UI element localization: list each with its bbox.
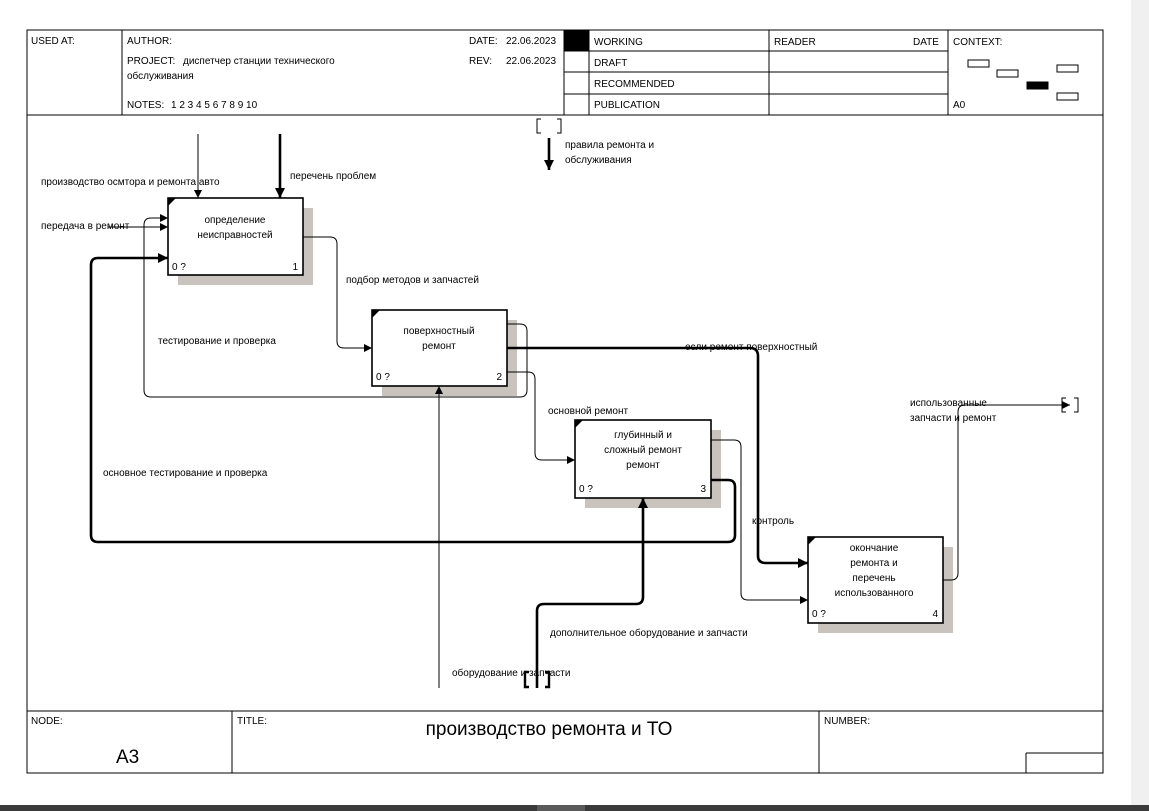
- header-block: USED AT: AUTHOR: PROJECT: диспетчер стан…: [27, 30, 1103, 116]
- box-3-title-line2: сложный ремонт: [604, 445, 682, 456]
- box-4-title-line2: ремонта и: [850, 558, 897, 569]
- label-production-inspection: производство осмтора и ремонта авто: [41, 177, 220, 188]
- idef0-diagram: USED AT: AUTHOR: PROJECT: диспетчер стан…: [26, 29, 1104, 774]
- label-control: контроль: [752, 516, 794, 527]
- label-main-repair: основной ремонт: [548, 406, 628, 417]
- date-label: DATE:: [469, 36, 498, 47]
- activity-box-4[interactable]: окончание ремонта и перечень использован…: [807, 536, 953, 633]
- arrow-testing-check: [143, 214, 528, 398]
- label-equipment-parts: оборудование и запчасти: [452, 667, 570, 679]
- context-thumbnail: [967, 59, 1079, 101]
- number-label: NUMBER:: [824, 716, 870, 727]
- activity-box-2[interactable]: поверхностный ремонт 0 ? 2: [371, 309, 517, 396]
- activity-box-3[interactable]: глубинный и сложный ремонт ремонт 0 ? 3: [574, 419, 721, 508]
- author-label: AUTHOR:: [127, 36, 172, 47]
- label-repair-rules-line1: правила ремонта и: [565, 140, 654, 151]
- footer-block: NODE: A3 TITLE: производство ремонта и Т…: [27, 710, 1103, 773]
- box-3-cost: 0 ?: [579, 484, 593, 495]
- reader-date-label: DATE: [913, 37, 939, 48]
- status-draft: DRAFT: [594, 58, 627, 69]
- working-status-marker: [564, 30, 589, 51]
- status-publication: PUBLICATION: [594, 100, 660, 111]
- arrow-control: [711, 439, 808, 604]
- label-methods-parts: подбор методов и запчастей: [346, 274, 479, 286]
- scrollbar-thumb[interactable]: [537, 805, 585, 811]
- node-label: NODE:: [31, 716, 63, 727]
- arrow-used-parts: [943, 401, 1070, 581]
- project-value-line1: диспетчер станции технического: [183, 56, 335, 67]
- box-4-title-line1: окончание: [850, 543, 899, 554]
- box-4-number: 4: [932, 609, 938, 620]
- tunnel-bracket-bottom: [523, 670, 551, 689]
- status-recommended: RECOMMENDED: [594, 79, 675, 90]
- box-2-cost: 0 ?: [376, 372, 390, 383]
- notes-label: NOTES:: [127, 100, 164, 111]
- box-4-cost: 0 ?: [812, 609, 826, 620]
- label-used-parts-line1: использованные: [910, 398, 987, 409]
- box-3-number: 3: [700, 484, 706, 495]
- arrow-if-surface: [507, 346, 808, 568]
- box-2-title-line1: поверхностный: [403, 326, 474, 337]
- box-1-number: 1: [292, 262, 298, 273]
- arrow-methods-parts: [303, 236, 372, 352]
- status-working: WORKING: [594, 37, 643, 48]
- arrow-main-testing: [89, 253, 737, 544]
- box-3-title-line3: ремонт: [626, 460, 660, 471]
- label-extra-equipment: дополнительное оборудование и запчасти: [550, 627, 748, 639]
- label-problem-list: перечень проблем: [290, 170, 376, 182]
- box-1-title-line1: определение: [204, 215, 265, 226]
- box-4-title-line4: использованного: [835, 588, 914, 599]
- diagram-title: производство ремонта и ТО: [426, 719, 673, 740]
- used-at-label: USED AT:: [31, 36, 75, 47]
- notes-value: 1 2 3 4 5 6 7 8 9 10: [171, 100, 258, 111]
- horizontal-scrollbar[interactable]: [0, 805, 1149, 811]
- title-label: TITLE:: [237, 716, 267, 727]
- box-2-number: 2: [496, 372, 502, 383]
- box-2-title-line2: ремонт: [422, 341, 456, 352]
- context-label: CONTEXT:: [953, 37, 1002, 48]
- box-4-title-line3: перечень: [852, 573, 895, 584]
- reader-label: READER: [774, 37, 816, 48]
- vertical-scrollbar[interactable]: [1131, 0, 1149, 805]
- activity-box-1[interactable]: определение неисправностей 0 ? 1: [167, 197, 313, 285]
- label-used-parts-line2: запчасти и ремонт: [910, 413, 997, 424]
- label-repair-rules-line2: обслуживания: [565, 154, 632, 166]
- rev-label: REV:: [469, 56, 492, 67]
- tunnel-bracket-top: [536, 118, 562, 134]
- rev-value: 22.06.2023: [506, 56, 556, 67]
- label-main-testing: основное тестирование и проверка: [103, 468, 268, 479]
- tunnel-bracket-right: [1061, 397, 1079, 413]
- label-transfer-to-repair: передача в ремонт: [41, 221, 130, 232]
- project-value-line2: обслуживания: [127, 70, 194, 82]
- label-if-surface: если ремонт поверхностный: [685, 342, 817, 353]
- diagram-sheet: USED AT: AUTHOR: PROJECT: диспетчер стан…: [0, 0, 1131, 805]
- arrow-extra-equipment: [535, 498, 648, 688]
- project-label: PROJECT:: [127, 56, 175, 67]
- box-1-title-line2: неисправностей: [197, 230, 272, 241]
- date-value: 22.06.2023: [506, 36, 556, 47]
- arrow-main-repair: [507, 371, 575, 464]
- context-node: A0: [953, 100, 966, 111]
- box-3-title-line1: глубинный и: [614, 429, 672, 441]
- node-value: A3: [116, 747, 139, 768]
- label-testing-check: тестирование и проверка: [158, 336, 276, 347]
- box-1-cost: 0 ?: [172, 262, 186, 273]
